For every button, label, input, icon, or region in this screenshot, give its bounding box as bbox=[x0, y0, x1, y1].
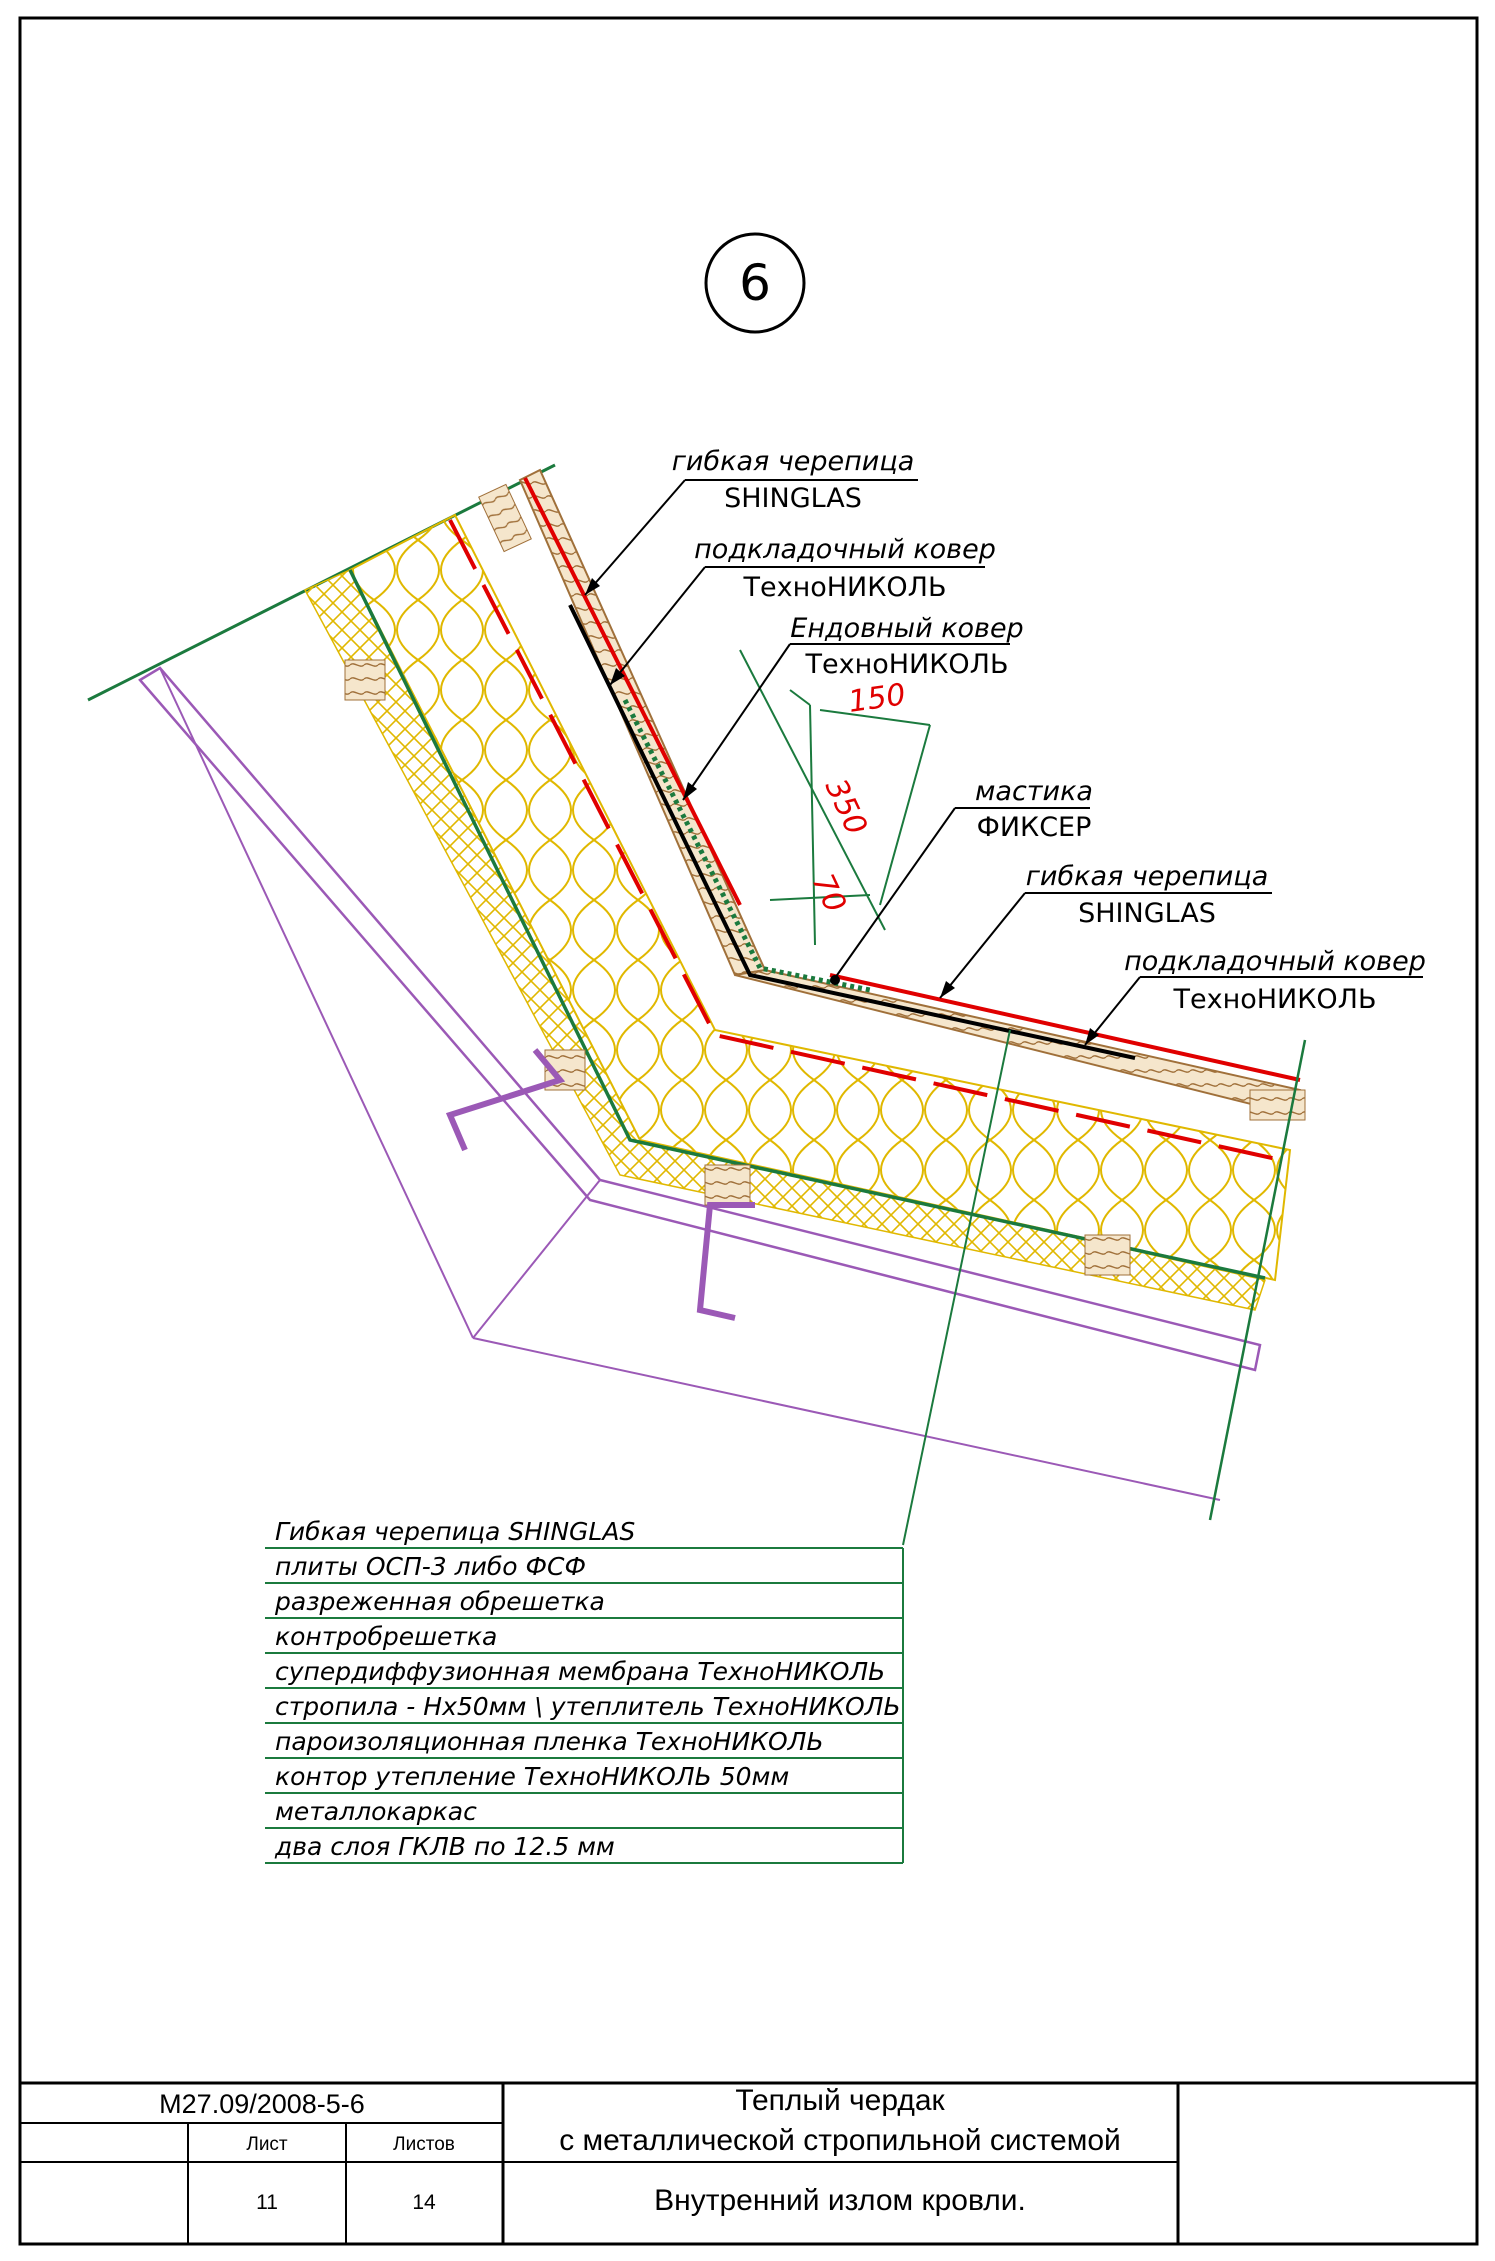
main-insulation bbox=[348, 513, 1292, 1282]
layer-item: Гибкая черепица SHINGLAS bbox=[275, 1517, 635, 1546]
callout-5-line1: гибкая черепица bbox=[1026, 861, 1269, 892]
callout-4-line2: ФИКСЕР bbox=[977, 812, 1092, 843]
dimension-70: 70 bbox=[805, 869, 853, 918]
layer-leader-line bbox=[902, 1029, 1011, 1546]
callout-4-line1: мастика bbox=[975, 776, 1093, 807]
vapor-barrier-line bbox=[348, 569, 1266, 1280]
callout-labels: гибкая черепица SHINGLAS подкладочный ко… bbox=[584, 446, 1426, 1046]
callout-shingles-top: гибкая черепица SHINGLAS bbox=[584, 446, 918, 596]
layer-item: контробрешетка bbox=[275, 1622, 497, 1651]
batten bbox=[704, 1164, 751, 1206]
layer-item: разреженная обрешетка bbox=[274, 1587, 605, 1616]
plasterboard-inner-3 bbox=[472, 1337, 1221, 1501]
detail-marker: 6 bbox=[704, 232, 806, 334]
title-line2: с металлической стропильной системой bbox=[559, 2124, 1121, 2157]
layer-item: металлокаркас bbox=[275, 1797, 477, 1826]
batten bbox=[344, 659, 386, 701]
callout-6-line1: подкладочный ковер bbox=[1124, 946, 1426, 977]
callout-underlay-flat: подкладочный ковер ТехноНИКОЛЬ bbox=[1084, 946, 1426, 1046]
sheets-label: Листов bbox=[393, 2134, 455, 2155]
callout-underlay-top: подкладочный ковер ТехноНИКОЛЬ bbox=[609, 534, 996, 686]
batten bbox=[1249, 1089, 1306, 1121]
mastic-dot bbox=[830, 975, 840, 985]
tile-line-slope bbox=[523, 477, 742, 906]
detail-number: 6 bbox=[739, 254, 771, 312]
title-block: М27.09/2008-5-6 Лист Листов 11 14 Теплый… bbox=[20, 2081, 1477, 2244]
layer-item: контор утепление ТехноНИКОЛЬ 50мм bbox=[275, 1762, 789, 1791]
layer-item: плиты ОСП-3 либо ФСФ bbox=[275, 1552, 586, 1581]
callout-3-line2: ТехноНИКОЛЬ bbox=[804, 649, 1008, 680]
callout-mastic: мастика ФИКСЕР bbox=[834, 776, 1093, 979]
layer-table: Гибкая черепица SHINGLAS плиты ОСП-3 либ… bbox=[265, 1517, 904, 1864]
layer-item: пароизоляционная пленка ТехноНИКОЛЬ bbox=[275, 1727, 824, 1756]
callout-1-line1: гибкая черепица bbox=[672, 446, 915, 477]
batten bbox=[1084, 1234, 1131, 1276]
callout-5-line2: SHINGLAS bbox=[1078, 898, 1216, 929]
membrane-dashed-line bbox=[448, 519, 1291, 1164]
plasterboard-inner bbox=[159, 667, 474, 1339]
sheets-value: 14 bbox=[412, 2191, 436, 2214]
tile-line-flat bbox=[829, 973, 1301, 1082]
underlay-line bbox=[568, 604, 1136, 1060]
dimension-150: 150 bbox=[846, 677, 908, 720]
dimensions: 150 350 70 bbox=[739, 649, 931, 946]
title-line1: Теплый чердак bbox=[735, 2084, 945, 2117]
layer-item: два слоя ГКЛВ по 12.5 мм bbox=[274, 1832, 615, 1861]
layer-item: супердиффузионная мембрана ТехноНИКОЛЬ bbox=[275, 1657, 885, 1686]
callout-1-line2: SHINGLAS bbox=[724, 483, 862, 514]
steel-profile bbox=[445, 1048, 566, 1152]
steel-profile bbox=[696, 1202, 755, 1321]
subtitle: Внутренний излом кровли. bbox=[654, 2184, 1026, 2217]
callout-3-line1: Ендовный ковер bbox=[790, 613, 1023, 644]
sheet-value: 11 bbox=[256, 2191, 278, 2214]
callout-6-line2: ТехноНИКОЛЬ bbox=[1172, 984, 1376, 1015]
layer-item: стропила - Hх50мм \ утеплитель ТехноНИКО… bbox=[275, 1692, 901, 1721]
callout-shingles-flat: гибкая черепица SHINGLAS bbox=[939, 861, 1272, 999]
callout-2-line2: ТехноНИКОЛЬ bbox=[742, 572, 946, 603]
sheet-frame bbox=[18, 16, 1479, 2246]
callout-valley-carpet: Ендовный ковер ТехноНИКОЛЬ bbox=[682, 613, 1024, 801]
batten bbox=[478, 483, 532, 553]
plasterboard-inner-2 bbox=[472, 1179, 601, 1339]
dimension-350: 350 bbox=[818, 774, 874, 841]
roof-section bbox=[87, 463, 1307, 1546]
sheet-label: Лист bbox=[246, 2134, 288, 2155]
right-boundary-line bbox=[1208, 1039, 1307, 1521]
doc-code: М27.09/2008-5-6 bbox=[159, 2089, 365, 2119]
callout-2-line1: подкладочный ковер bbox=[694, 534, 996, 565]
